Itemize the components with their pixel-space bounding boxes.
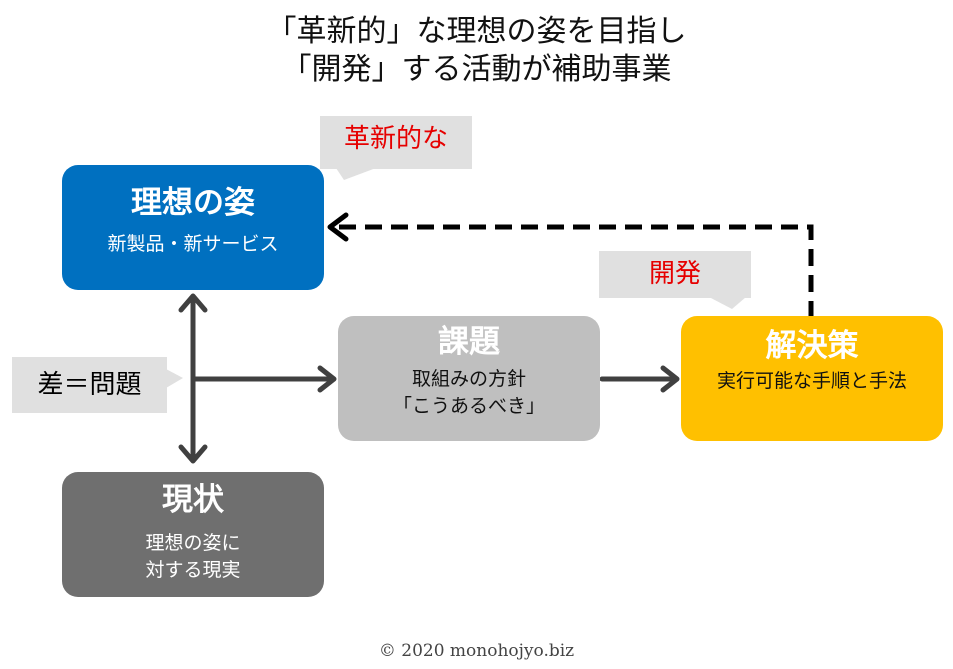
box-current-sub2: 対する現実	[145, 559, 241, 581]
gap-arrowhead-up	[178, 293, 208, 313]
box-ideal-sub: 新製品・新サービス	[107, 233, 279, 255]
callout-development: 開発	[599, 251, 751, 298]
feedback-dashed-line	[334, 224, 814, 318]
callout-tail-development	[709, 297, 746, 309]
callout-tail-gap	[166, 369, 183, 388]
arrowhead-to-issue	[317, 365, 337, 393]
callout-tail-innovative	[336, 168, 376, 180]
box-solution: 解決策 実行可能な手順と手法	[681, 316, 943, 441]
box-current-sub1: 理想の姿に	[145, 532, 241, 554]
box-solution-title: 解決策	[765, 328, 859, 364]
arrowhead-to-solution	[660, 365, 680, 393]
copyright-footer: © 2020 monohojyo.biz	[378, 641, 575, 661]
gap-arrowhead-down	[178, 444, 208, 464]
box-current-title: 現状	[162, 482, 224, 518]
box-issue-sub1: 取組みの方針	[411, 368, 526, 390]
callout-development-text: 開発	[648, 259, 701, 289]
title-line-2: 「開発」する活動が補助事業	[281, 52, 672, 87]
box-ideal-title: 理想の姿	[131, 185, 255, 221]
box-issue-title: 課題	[438, 324, 500, 360]
box-issue: 課題 取組みの方針 「こうあるべき」	[338, 316, 600, 441]
title-line-1: 「革新的」な理想の姿を目指し	[266, 14, 687, 49]
callout-innovative-text: 革新的な	[343, 124, 448, 154]
box-current: 現状 理想の姿に 対する現実	[62, 472, 324, 597]
feedback-arrowhead	[327, 212, 349, 242]
box-issue-sub2: 「こうあるべき」	[392, 395, 545, 417]
callout-gap-problem: 差＝問題	[12, 357, 167, 413]
box-solution-sub: 実行可能な手順と手法	[716, 370, 907, 392]
callout-gap-text: 差＝問題	[37, 370, 142, 400]
box-ideal: 理想の姿 新製品・新サービス	[62, 165, 324, 290]
callout-innovative: 革新的な	[320, 116, 472, 169]
